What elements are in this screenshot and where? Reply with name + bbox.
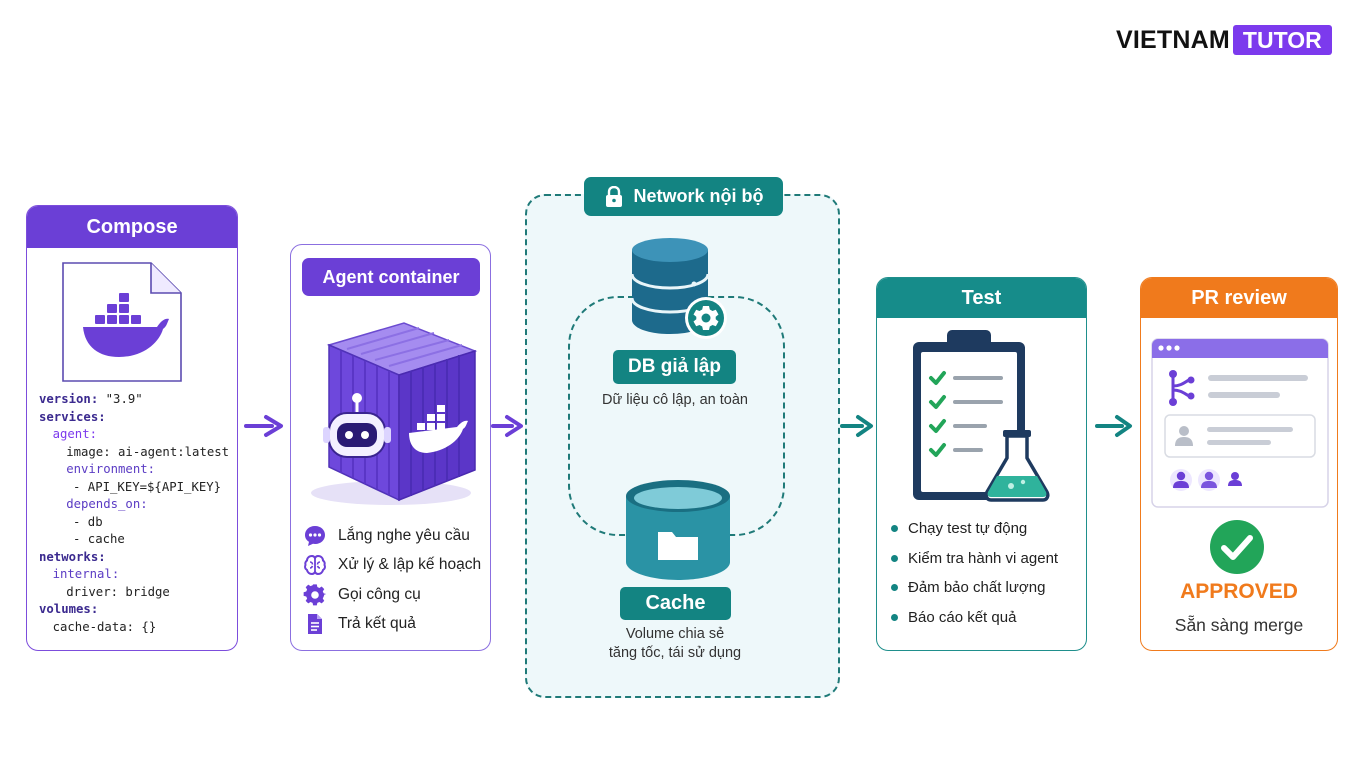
code-line: cache-data: {} xyxy=(39,619,229,637)
code-value: bridge xyxy=(118,584,170,599)
lock-icon xyxy=(604,185,624,208)
code-line: services: xyxy=(39,409,229,427)
network-title-badge: Network nội bộ xyxy=(584,177,783,216)
agent-item-label: Lắng nghe yêu cầu xyxy=(338,526,470,544)
test-item: Báo cáo kết quả xyxy=(891,603,1058,633)
db-label: DB giả lập xyxy=(613,350,736,384)
code-line: - cache xyxy=(39,531,229,549)
test-card: Test Chạy test tự động K xyxy=(876,277,1087,651)
code-line: driver: bridge xyxy=(39,584,229,602)
arrow-compose-to-agent xyxy=(244,415,283,437)
agent-item-listen: Lắng nghe yêu cầu xyxy=(303,521,481,551)
code-key: - db xyxy=(73,514,103,529)
agent-container-cube-icon xyxy=(299,315,484,515)
bullet-dot xyxy=(891,584,898,592)
pr-review-title: PR review xyxy=(1141,278,1337,318)
bullet-dot xyxy=(891,554,898,562)
code-line: agent: xyxy=(39,426,229,444)
test-item: Đảm bảo chất lượng xyxy=(891,573,1058,603)
brain-icon xyxy=(303,553,327,577)
test-item-label: Kiểm tra hành vi agent xyxy=(908,549,1059,567)
test-item-label: Báo cáo kết quả xyxy=(908,608,1017,626)
cache-cylinder-folder-icon xyxy=(622,476,734,589)
compose-code: version: "3.9"services:agent:image: ai-a… xyxy=(39,391,229,636)
code-line: networks: xyxy=(39,549,229,567)
approved-check-icon xyxy=(1209,519,1265,580)
code-key: - cache xyxy=(73,532,125,546)
brand-logo: VIETNAM TUTOR xyxy=(1116,24,1332,56)
agent-item-result: Trả kết quả xyxy=(303,610,481,640)
agent-capability-list: Lắng nghe yêu cầu Xử lý & lập kế hoạch G… xyxy=(303,521,481,639)
cache-subtitle-line1: Volume chia sẻ xyxy=(625,626,725,642)
pull-request-window-icon xyxy=(1151,338,1329,515)
code-line: image: ai-agent:latest xyxy=(39,444,229,462)
chat-icon xyxy=(303,524,327,548)
test-item-label: Chạy test tự động xyxy=(908,520,1028,538)
agent-item-label: Trả kết quả xyxy=(338,615,416,633)
code-line: internal: xyxy=(39,566,229,584)
code-key: depends_on: xyxy=(66,497,148,511)
pr-review-card: PR review xyxy=(1140,277,1338,651)
code-key: driver: xyxy=(66,584,119,599)
code-key: cache-data: xyxy=(52,619,135,634)
code-line: depends_on: xyxy=(39,496,229,514)
code-line: volumes: xyxy=(39,601,229,619)
test-item-label: Đảm bảo chất lượng xyxy=(908,579,1046,597)
test-item: Kiểm tra hành vi agent xyxy=(891,544,1058,574)
code-key: environment: xyxy=(66,462,156,476)
test-item: Chạy test tự động xyxy=(891,514,1058,544)
docker-compose-file-icon xyxy=(61,261,211,390)
database-gear-icon xyxy=(628,236,728,345)
arrow-agent-to-network xyxy=(491,415,523,437)
db-subtitle: Dữ liệu cô lập, an toàn xyxy=(602,392,748,408)
compose-card: Compose version: "3.9"services:agent:ima… xyxy=(26,205,238,651)
clipboard-flask-icon xyxy=(909,326,1059,511)
test-step-list: Chạy test tự động Kiểm tra hành vi agent… xyxy=(891,514,1058,632)
code-line: - API_KEY=${API_KEY} xyxy=(39,479,229,497)
code-value: ai-agent:latest xyxy=(110,444,230,459)
code-line: environment: xyxy=(39,461,229,479)
brand-logo-part1: VIETNAM xyxy=(1116,26,1230,54)
code-value: "3.9" xyxy=(98,392,143,406)
network-title: Network nội bộ xyxy=(633,186,764,206)
bullet-dot xyxy=(891,613,898,621)
arrow-test-to-pr xyxy=(1095,415,1132,437)
agent-item-tools: Gọi công cụ xyxy=(303,580,481,610)
approved-status: APPROVED xyxy=(1180,580,1298,603)
code-line: - db xyxy=(39,514,229,532)
arrow-network-to-test xyxy=(840,415,873,437)
code-key: services: xyxy=(39,409,106,424)
agent-item-label: Xử lý & lập kế hoạch xyxy=(338,556,482,574)
code-key: version: xyxy=(39,392,99,406)
test-title: Test xyxy=(877,278,1086,318)
code-line: version: "3.9" xyxy=(39,391,229,409)
code-key: image: xyxy=(66,444,111,459)
code-key: volumes: xyxy=(39,602,99,616)
cache-subtitle: Volume chia sẻ tăng tốc, tái sử dụng xyxy=(560,625,790,663)
agent-container-card: Agent container xyxy=(290,244,491,651)
code-key: internal: xyxy=(52,567,120,581)
code-key: agent: xyxy=(52,427,98,441)
brand-logo-part2: TUTOR xyxy=(1232,25,1332,55)
agent-container-title: Agent container xyxy=(302,258,480,296)
agent-item-plan: Xử lý & lập kế hoạch xyxy=(303,551,481,581)
cache-label: Cache xyxy=(620,587,731,620)
code-key: - API_KEY=${API_KEY} xyxy=(73,479,222,494)
gear-icon xyxy=(303,583,327,607)
cache-subtitle-line2: tăng tốc, tái sử dụng xyxy=(608,645,742,661)
ready-to-merge-text: Sẵn sàng merge xyxy=(1174,615,1304,635)
compose-title: Compose xyxy=(27,206,237,248)
agent-item-label: Gọi công cụ xyxy=(338,585,421,603)
code-key: networks: xyxy=(39,549,106,564)
bullet-dot xyxy=(891,525,898,533)
document-icon xyxy=(303,612,327,636)
code-value: {} xyxy=(134,619,157,634)
